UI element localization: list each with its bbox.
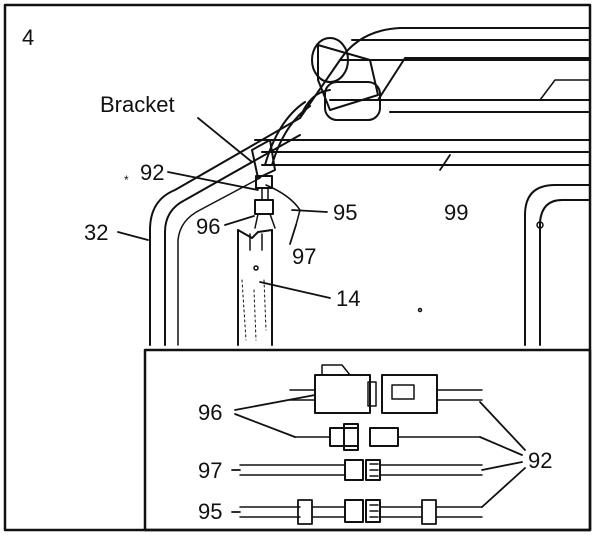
callout-leaders — [117, 117, 451, 299]
vehicle-body — [149, 27, 591, 346]
connector-95 — [239, 499, 483, 525]
callout-14: 14 — [336, 286, 360, 311]
inset-label-97: 97 — [198, 458, 222, 483]
inset-label-95: 95 — [198, 499, 222, 524]
connector-96-large — [289, 364, 483, 414]
callout-99: 99 — [444, 200, 468, 225]
callout-92: 92 — [140, 160, 164, 185]
connector-96-small — [294, 423, 481, 451]
scan-mark: * — [124, 173, 129, 187]
inset-label-96: 96 — [198, 400, 222, 425]
bracket-label: Bracket — [100, 92, 175, 117]
callout-97: 97 — [292, 244, 316, 269]
callout-96: 96 — [196, 214, 220, 239]
connector-97 — [239, 459, 483, 481]
callout-32: 32 — [84, 220, 108, 245]
callout-95: 95 — [333, 200, 357, 225]
pillar-trim — [237, 229, 273, 346]
step-number: 4 — [22, 25, 34, 50]
connector-detail-inset: 96 97 95 92 — [143, 348, 592, 532]
inset-label-92: 92 — [528, 448, 552, 473]
motor-unit — [299, 37, 381, 121]
